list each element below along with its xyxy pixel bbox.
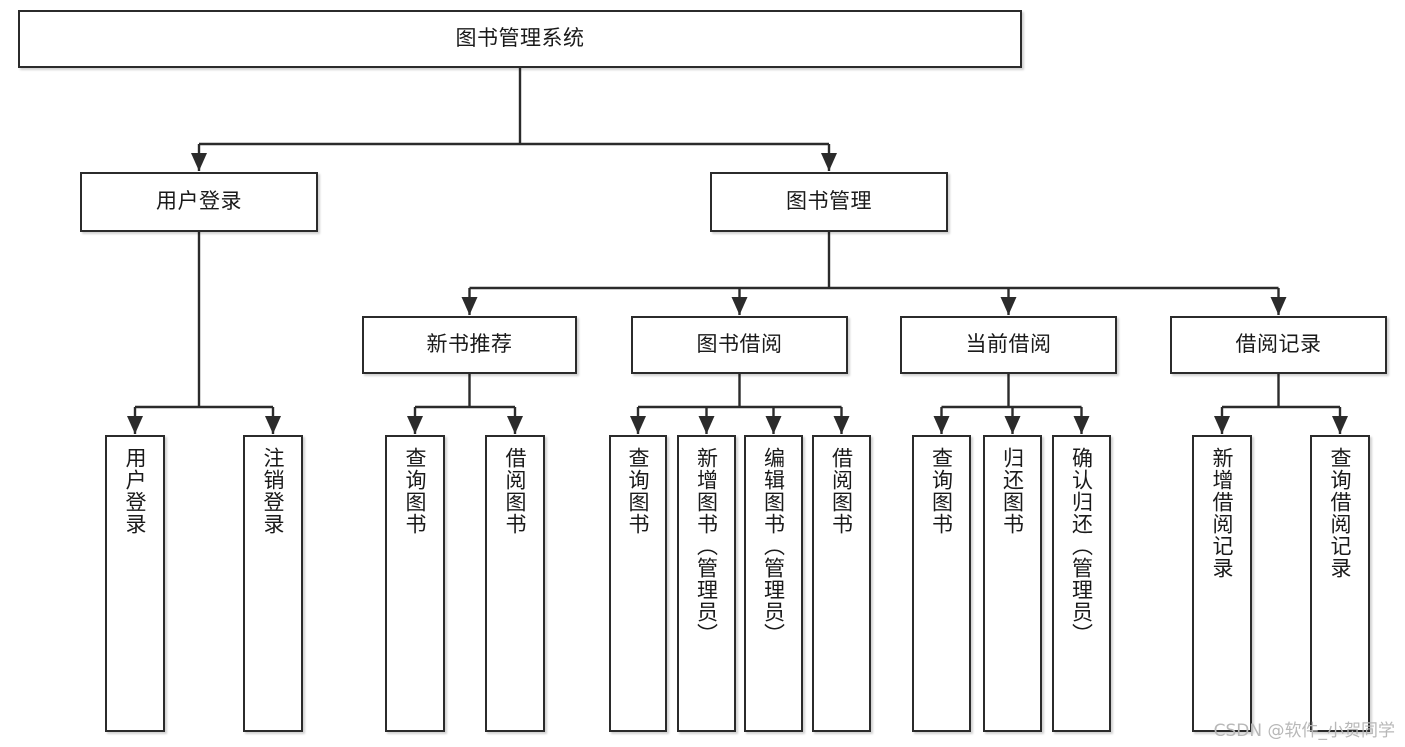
watermark-text: CSDN @软件_小贺同学 (1213, 721, 1395, 741)
node-label-current-3: 确认归还（管理员） (1069, 447, 1094, 645)
node-label-current-1: 查询图书 (929, 447, 954, 535)
edge-arrowhead-records-to-records-1 (1214, 416, 1230, 434)
edge-arrowhead-current-to-current-1 (933, 416, 950, 434)
edge-arrowhead-bookmgmt-to-current (1000, 297, 1017, 315)
node-label-login-1: 用户登录 (123, 447, 148, 535)
edge-arrowhead-root-to-login (191, 153, 207, 171)
edge-arrowhead-bookmgmt-to-newbook (461, 297, 478, 315)
edge-arrowhead-current-to-current-2 (1004, 416, 1021, 434)
node-label-current: 当前借阅 (965, 332, 1052, 357)
edge-arrowhead-borrow-to-borrow-3 (765, 416, 782, 434)
edge-arrowhead-current-to-current-3 (1073, 416, 1090, 434)
node-current-1[interactable]: 查询图书 (912, 435, 971, 732)
node-login-1[interactable]: 用户登录 (105, 435, 165, 732)
node-current-3[interactable]: 确认归还（管理员） (1052, 435, 1111, 732)
node-bookmgmt[interactable]: 图书管理 (710, 172, 948, 232)
node-borrow[interactable]: 图书借阅 (631, 316, 848, 374)
node-label-borrow-4: 借阅图书 (829, 447, 854, 535)
node-label-current-2: 归还图书 (1000, 447, 1025, 535)
edge-arrowhead-borrow-to-borrow-4 (833, 416, 850, 434)
edge-arrowhead-login-to-login-2 (265, 416, 281, 434)
node-records[interactable]: 借阅记录 (1170, 316, 1387, 374)
node-newbook-2[interactable]: 借阅图书 (485, 435, 545, 732)
node-label-newbook-2: 借阅图书 (503, 447, 528, 535)
node-label-borrow: 图书借阅 (696, 332, 783, 357)
edge-arrowhead-bookmgmt-to-records (1270, 297, 1287, 315)
node-borrow-2[interactable]: 新增图书（管理员） (677, 435, 736, 732)
node-current[interactable]: 当前借阅 (900, 316, 1117, 374)
edge-arrowhead-newbook-to-newbook-1 (407, 416, 423, 434)
node-label-borrow-1: 查询图书 (626, 447, 651, 535)
node-label-records-1: 新增借阅记录 (1210, 447, 1235, 579)
edge-arrowhead-records-to-records-2 (1332, 416, 1348, 434)
node-records-2[interactable]: 查询借阅记录 (1310, 435, 1370, 732)
node-borrow-1[interactable]: 查询图书 (609, 435, 667, 732)
node-label-bookmgmt: 图书管理 (786, 189, 872, 214)
edge-arrowhead-newbook-to-newbook-2 (507, 416, 523, 434)
edge-arrowhead-borrow-to-borrow-2 (698, 416, 715, 434)
edge-arrowhead-login-to-login-1 (127, 416, 143, 434)
node-label-root: 图书管理系统 (455, 26, 585, 51)
node-current-2[interactable]: 归还图书 (983, 435, 1042, 732)
edge-arrowhead-bookmgmt-to-borrow (731, 297, 748, 315)
node-newbook-1[interactable]: 查询图书 (385, 435, 445, 732)
edge-arrowhead-root-to-bookmgmt (821, 153, 837, 171)
node-label-records: 借阅记录 (1235, 332, 1322, 357)
node-label-login: 用户登录 (156, 189, 242, 214)
node-root[interactable]: 图书管理系统 (18, 10, 1022, 68)
node-newbook[interactable]: 新书推荐 (362, 316, 577, 374)
node-borrow-4[interactable]: 借阅图书 (812, 435, 871, 732)
node-label-login-2: 注销登录 (261, 447, 286, 535)
node-label-borrow-2: 新增图书（管理员） (694, 447, 719, 645)
edge-arrowhead-borrow-to-borrow-1 (630, 416, 646, 434)
node-login-2[interactable]: 注销登录 (243, 435, 303, 732)
node-label-records-2: 查询借阅记录 (1328, 447, 1353, 579)
node-login[interactable]: 用户登录 (80, 172, 318, 232)
node-label-newbook: 新书推荐 (426, 332, 513, 357)
node-records-1[interactable]: 新增借阅记录 (1192, 435, 1252, 732)
node-label-newbook-1: 查询图书 (403, 447, 428, 535)
node-label-borrow-3: 编辑图书（管理员） (761, 447, 786, 645)
node-borrow-3[interactable]: 编辑图书（管理员） (744, 435, 803, 732)
